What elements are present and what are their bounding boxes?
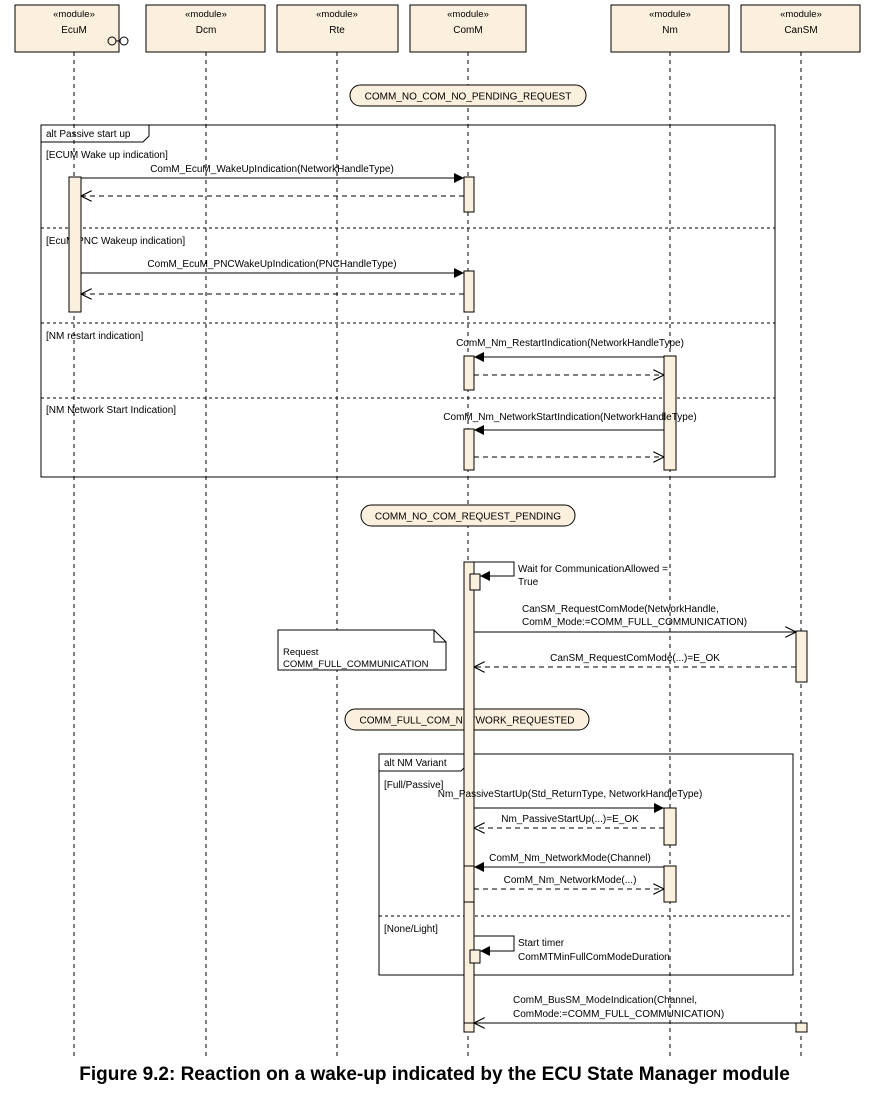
note-shape (277, 629, 447, 671)
message-label-9-0: CanSM_RequestComMode(NetworkHandle, (522, 604, 719, 615)
activation-bar-3 (663, 355, 677, 471)
frame-label-1: alt NM Variant (384, 758, 447, 769)
lifeline-nm-head (610, 4, 730, 53)
message-label-8-0: Wait for CommunicationAllowed = (518, 564, 668, 575)
lifeline-dcm-stereotype: «module» (185, 9, 227, 20)
message-label-13-0: ComM_Nm_NetworkMode(Channel) (489, 853, 651, 864)
frame-0-guard-3: [NM Network Start Indication] (46, 405, 176, 416)
frame-label-0: alt Passive start up (46, 129, 131, 140)
message-label-8-1: True (518, 577, 539, 588)
lifeline-ecum-name: EcuM (61, 25, 87, 36)
lifeline-rte-head (276, 4, 399, 53)
lifeline-dcm-name: Dcm (196, 25, 217, 36)
frame-0-guard-2: [NM restart indication] (46, 331, 143, 342)
message-label-16-0: ComM_BusSM_ModeIndication(Channel, (513, 995, 697, 1006)
activation-bar-1 (463, 176, 475, 213)
message-label-0-0: ComM_EcuM_WakeUpIndication(NetworkHandle… (150, 164, 394, 175)
frame-0-guard-0: [ECUM Wake up indication] (46, 150, 168, 161)
message-self-15 (474, 935, 515, 956)
activation-bar-10 (663, 865, 677, 903)
figure-caption: Figure 9.2: Reaction on a wake-up indica… (79, 1064, 790, 1085)
activation-bar-12 (469, 949, 481, 964)
lifeline-dcm-head (145, 4, 266, 53)
state-label-0: COMM_NO_COM_NO_PENDING_REQUEST (365, 92, 572, 103)
lifeline-rte-name: Rte (329, 25, 345, 36)
message-label-12-0: Nm_PassiveStartUp(...)=E_OK (501, 814, 639, 825)
lifeline-comm-head (409, 4, 527, 53)
lifeline-cansm-name: CanSM (784, 25, 817, 36)
frame-0 (40, 124, 776, 478)
activation-bar-4 (463, 355, 475, 391)
message-label-9-1: ComM_Mode:=COMM_FULL_COMMUNICATION) (522, 617, 747, 628)
lifeline-cansm-stereotype: «module» (780, 9, 822, 20)
message-label-14-0: ComM_Nm_NetworkMode(...) (504, 875, 637, 886)
note-fold (433, 630, 446, 643)
lifeline-comm-stereotype: «module» (447, 9, 489, 20)
message-label-6-0: ComM_Nm_NetworkStartIndication(NetworkHa… (443, 412, 696, 423)
message-self-8 (474, 561, 515, 581)
lifeline-nm-stereotype: «module» (649, 9, 691, 20)
activation-bar-2 (463, 270, 475, 313)
activation-bar-8 (795, 630, 808, 683)
message-label-4-0: ComM_Nm_RestartIndication(NetworkHandleT… (456, 338, 684, 349)
lifeline-ecum-stereotype: «module» (53, 9, 95, 20)
note-text-0: Request (283, 647, 319, 658)
frame-1-guard-1: [None/Light] (384, 924, 438, 935)
note-text-1: COMM_FULL_COMMUNICATION (283, 659, 429, 670)
frame-tab-0 (41, 125, 150, 143)
activation-bar-14 (795, 1022, 808, 1033)
lifeline-comm-name: ComM (453, 25, 482, 36)
activation-bar-5 (463, 428, 475, 471)
message-label-15-1: ComMTMinFullComModeDuration (518, 952, 670, 963)
activation-bar-7 (469, 573, 481, 591)
state-0 (349, 84, 587, 107)
message-label-10-0: CanSM_RequestComMode(...)=E_OK (550, 653, 720, 664)
activation-bar-9 (663, 807, 677, 846)
message-label-16-1: ComMode:=COMM_FULL_COMMUNICATION) (513, 1009, 724, 1020)
message-label-15-0: Start timer (518, 938, 565, 949)
lifeline-ecum-head (14, 4, 120, 53)
component-icon-right (119, 36, 129, 46)
diagram-canvas: «module» EcuM «module» Dcm «module» Rte «modul… (14, 4, 861, 1058)
state-label-1: COMM_NO_COM_REQUEST_PENDING (375, 512, 561, 523)
activation-bar-0 (68, 176, 82, 313)
frame-1 (378, 753, 794, 976)
lifeline-rte-stereotype: «module» (316, 9, 358, 20)
message-label-2-0: ComM_EcuM_PNCWakeUpIndication(PNCHandleT… (147, 259, 396, 270)
message-label-11-0: Nm_PassiveStartUp(Std_ReturnType, Networ… (438, 789, 703, 800)
state-1 (360, 504, 576, 527)
frame-1-guard-0: [Full/Passive] (384, 780, 444, 791)
frame-0-guard-1: [EcuM PNC Wakeup indication] (46, 236, 185, 247)
activation-bar-13 (463, 1022, 475, 1033)
activation-bar-11 (463, 865, 475, 903)
lifeline-cansm-head (740, 4, 861, 53)
lifeline-nm-name: Nm (662, 25, 678, 36)
